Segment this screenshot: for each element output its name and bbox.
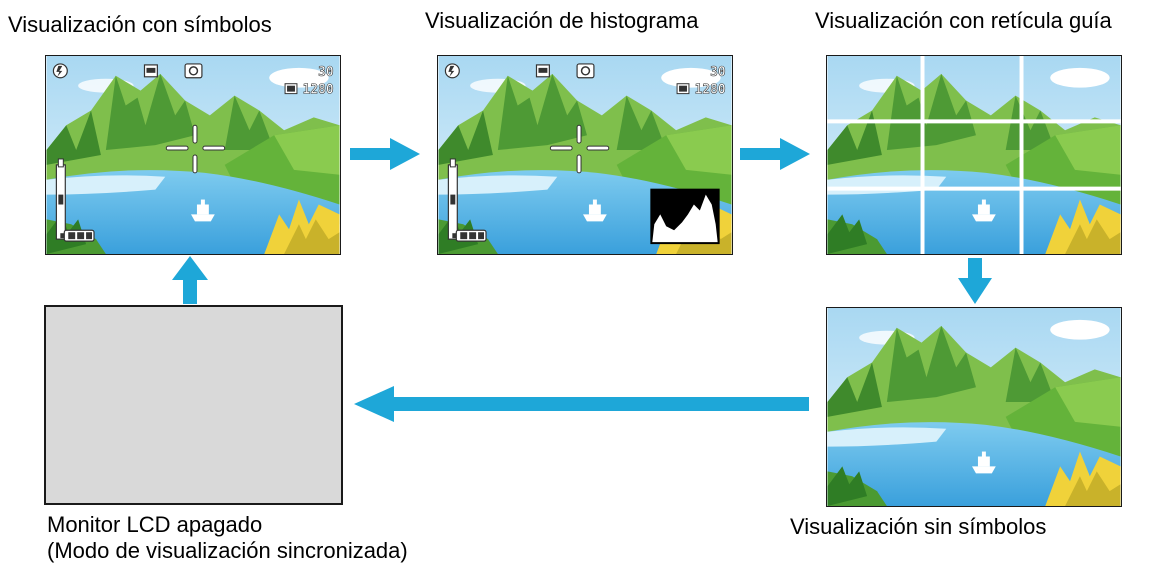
battery-icon <box>60 229 95 242</box>
landscape-image <box>827 308 1121 506</box>
image-quality-icon <box>284 83 298 95</box>
label-histogram: Visualización de histograma <box>425 8 699 33</box>
shots-remaining: 30 <box>710 65 725 80</box>
battery-icon <box>452 229 487 242</box>
label-no-symbols: Visualización sin símbolos <box>790 514 1047 539</box>
panel-no-symbols <box>826 307 1122 507</box>
label-sync-mode: (Modo de visualización sincronizada) <box>47 538 408 563</box>
arrow-icon <box>740 138 810 170</box>
focus-frame-icon <box>549 124 610 174</box>
lcd-off-panel <box>44 305 343 505</box>
label-grid-guide: Visualización con retícula guía <box>815 8 1112 33</box>
sd-card-icon <box>143 64 158 78</box>
arrow-icon <box>354 386 809 422</box>
sd-card-icon <box>535 64 550 78</box>
arrow-icon <box>172 256 208 304</box>
camera-mode-icon <box>184 63 203 79</box>
osd-overlay: 30 1280 <box>444 63 726 245</box>
camera-mode-icon <box>576 63 595 79</box>
panel-histogram: 30 1280 <box>437 55 733 255</box>
panel-with-symbols: 30 1280 <box>45 55 341 255</box>
flash-auto-icon <box>52 63 68 79</box>
label-with-symbols: Visualización con símbolos <box>8 12 272 37</box>
image-quality-icon <box>676 83 690 95</box>
flash-auto-icon <box>444 63 460 79</box>
arrow-icon <box>958 258 992 304</box>
zoom-bar-icon <box>55 158 66 240</box>
focus-frame-icon <box>165 124 226 174</box>
grid-guide-overlay <box>827 56 1121 254</box>
histogram-icon <box>650 188 720 245</box>
arrow-icon <box>350 138 420 170</box>
osd-overlay: 30 1280 <box>52 63 334 242</box>
label-lcd-off: Monitor LCD apagado <box>47 512 263 537</box>
image-size: 1280 <box>695 83 726 98</box>
shots-remaining: 30 <box>318 65 333 80</box>
image-size: 1280 <box>303 83 334 98</box>
zoom-bar-icon <box>447 158 458 240</box>
panel-grid-guide <box>826 55 1122 255</box>
